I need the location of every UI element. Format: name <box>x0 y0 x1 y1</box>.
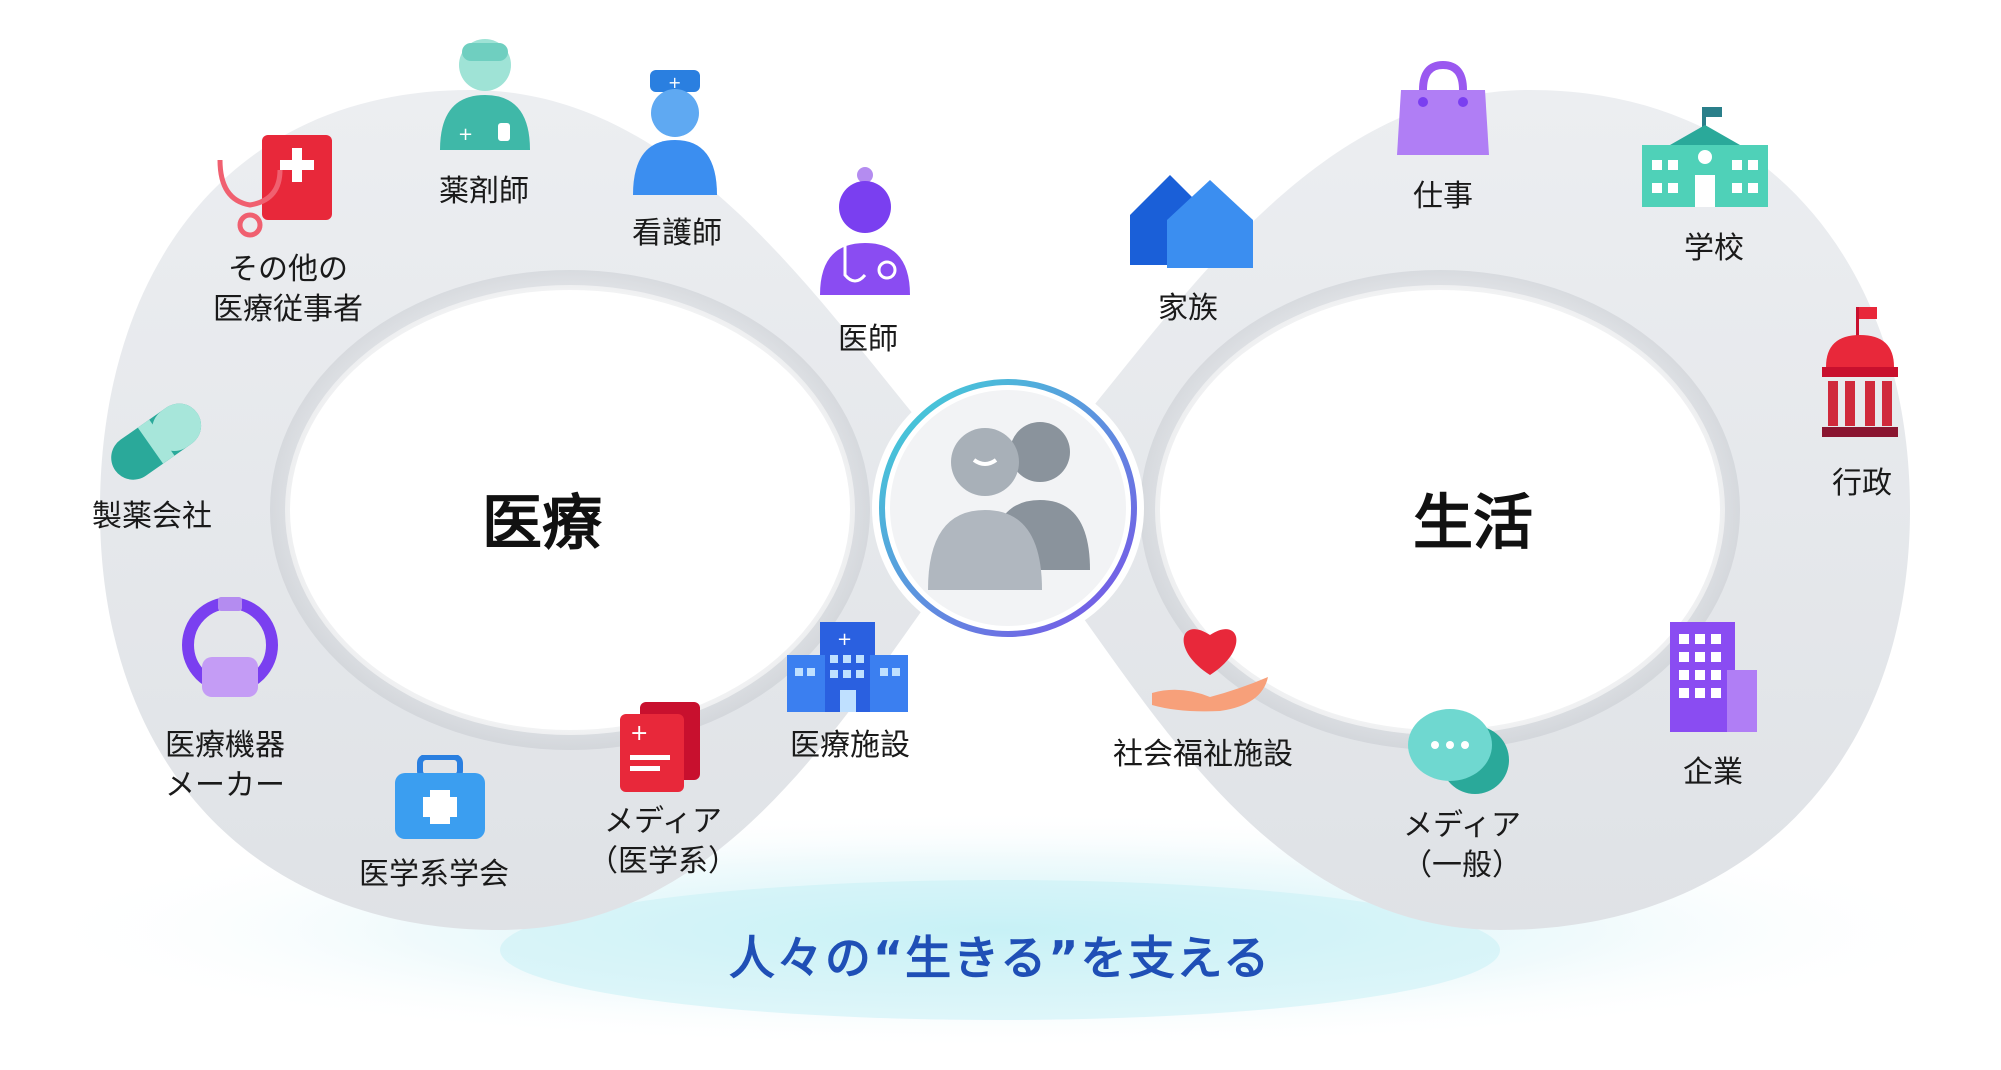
label-medical-society: 医学系学会 <box>359 857 509 892</box>
label-general-media-line2: （一般） <box>1402 848 1522 883</box>
label-other-staff-line2: 医療従事者 <box>213 292 363 327</box>
pill-icon <box>111 403 202 480</box>
label-welfare-facility: 社会福祉施設 <box>1113 737 1293 772</box>
medical-staff-icon <box>217 135 332 238</box>
label-work: 仕事 <box>1413 179 1473 214</box>
svg-text:+: + <box>630 721 648 746</box>
label-pharma-company: 製薬会社 <box>92 499 212 534</box>
chat-bubble-icon <box>1408 709 1509 794</box>
heart-hand-icon <box>1152 629 1268 712</box>
bag-icon <box>1397 60 1489 155</box>
government-building-icon <box>1822 307 1898 437</box>
pharmacist-icon: + <box>440 39 530 150</box>
life-title: 生活 <box>1413 488 1533 559</box>
nurse-icon: + <box>633 70 717 195</box>
label-other-staff-line1: その他の <box>228 252 348 287</box>
label-government: 行政 <box>1832 466 1892 501</box>
medical-title: 医療 <box>482 488 602 559</box>
medical-kit-icon <box>395 755 485 839</box>
mri-scanner-icon <box>182 597 278 697</box>
label-device-maker: 医療機器 メーカー <box>165 726 285 806</box>
svg-text:+: + <box>837 629 852 650</box>
label-nurse: 看護師 <box>632 216 722 251</box>
people-icon <box>928 422 1090 590</box>
label-doctor: 医師 <box>838 322 898 357</box>
hospital-icon: + <box>787 622 908 712</box>
tagline: 人々の“生きる”を支える <box>728 931 1272 985</box>
label-device-maker-line1: 医療機器 <box>165 728 285 763</box>
label-general-media: メディア （一般） <box>1402 806 1522 886</box>
label-general-media-line1: メディア <box>1403 808 1521 843</box>
label-pharmacist: 薬剤師 <box>439 174 529 209</box>
house-icon <box>1130 175 1253 268</box>
document-icon: + <box>620 702 700 792</box>
label-medical-facility: 医療施設 <box>790 728 910 763</box>
label-family: 家族 <box>1158 291 1218 326</box>
label-device-maker-line2: メーカー <box>165 768 285 803</box>
label-medical-media-line1: メディア <box>604 804 722 839</box>
label-school: 学校 <box>1684 231 1744 266</box>
school-icon <box>1642 107 1768 207</box>
label-medical-media-line2: （医学系） <box>588 844 738 879</box>
label-medical-media: メディア （医学系） <box>588 802 738 882</box>
office-building-icon <box>1670 622 1757 732</box>
svg-text:+: + <box>458 124 473 145</box>
doctor-icon <box>820 167 910 295</box>
label-other-staff: その他の 医療従事者 <box>213 250 363 330</box>
label-company: 企業 <box>1683 755 1743 790</box>
svg-text:+: + <box>668 73 681 92</box>
